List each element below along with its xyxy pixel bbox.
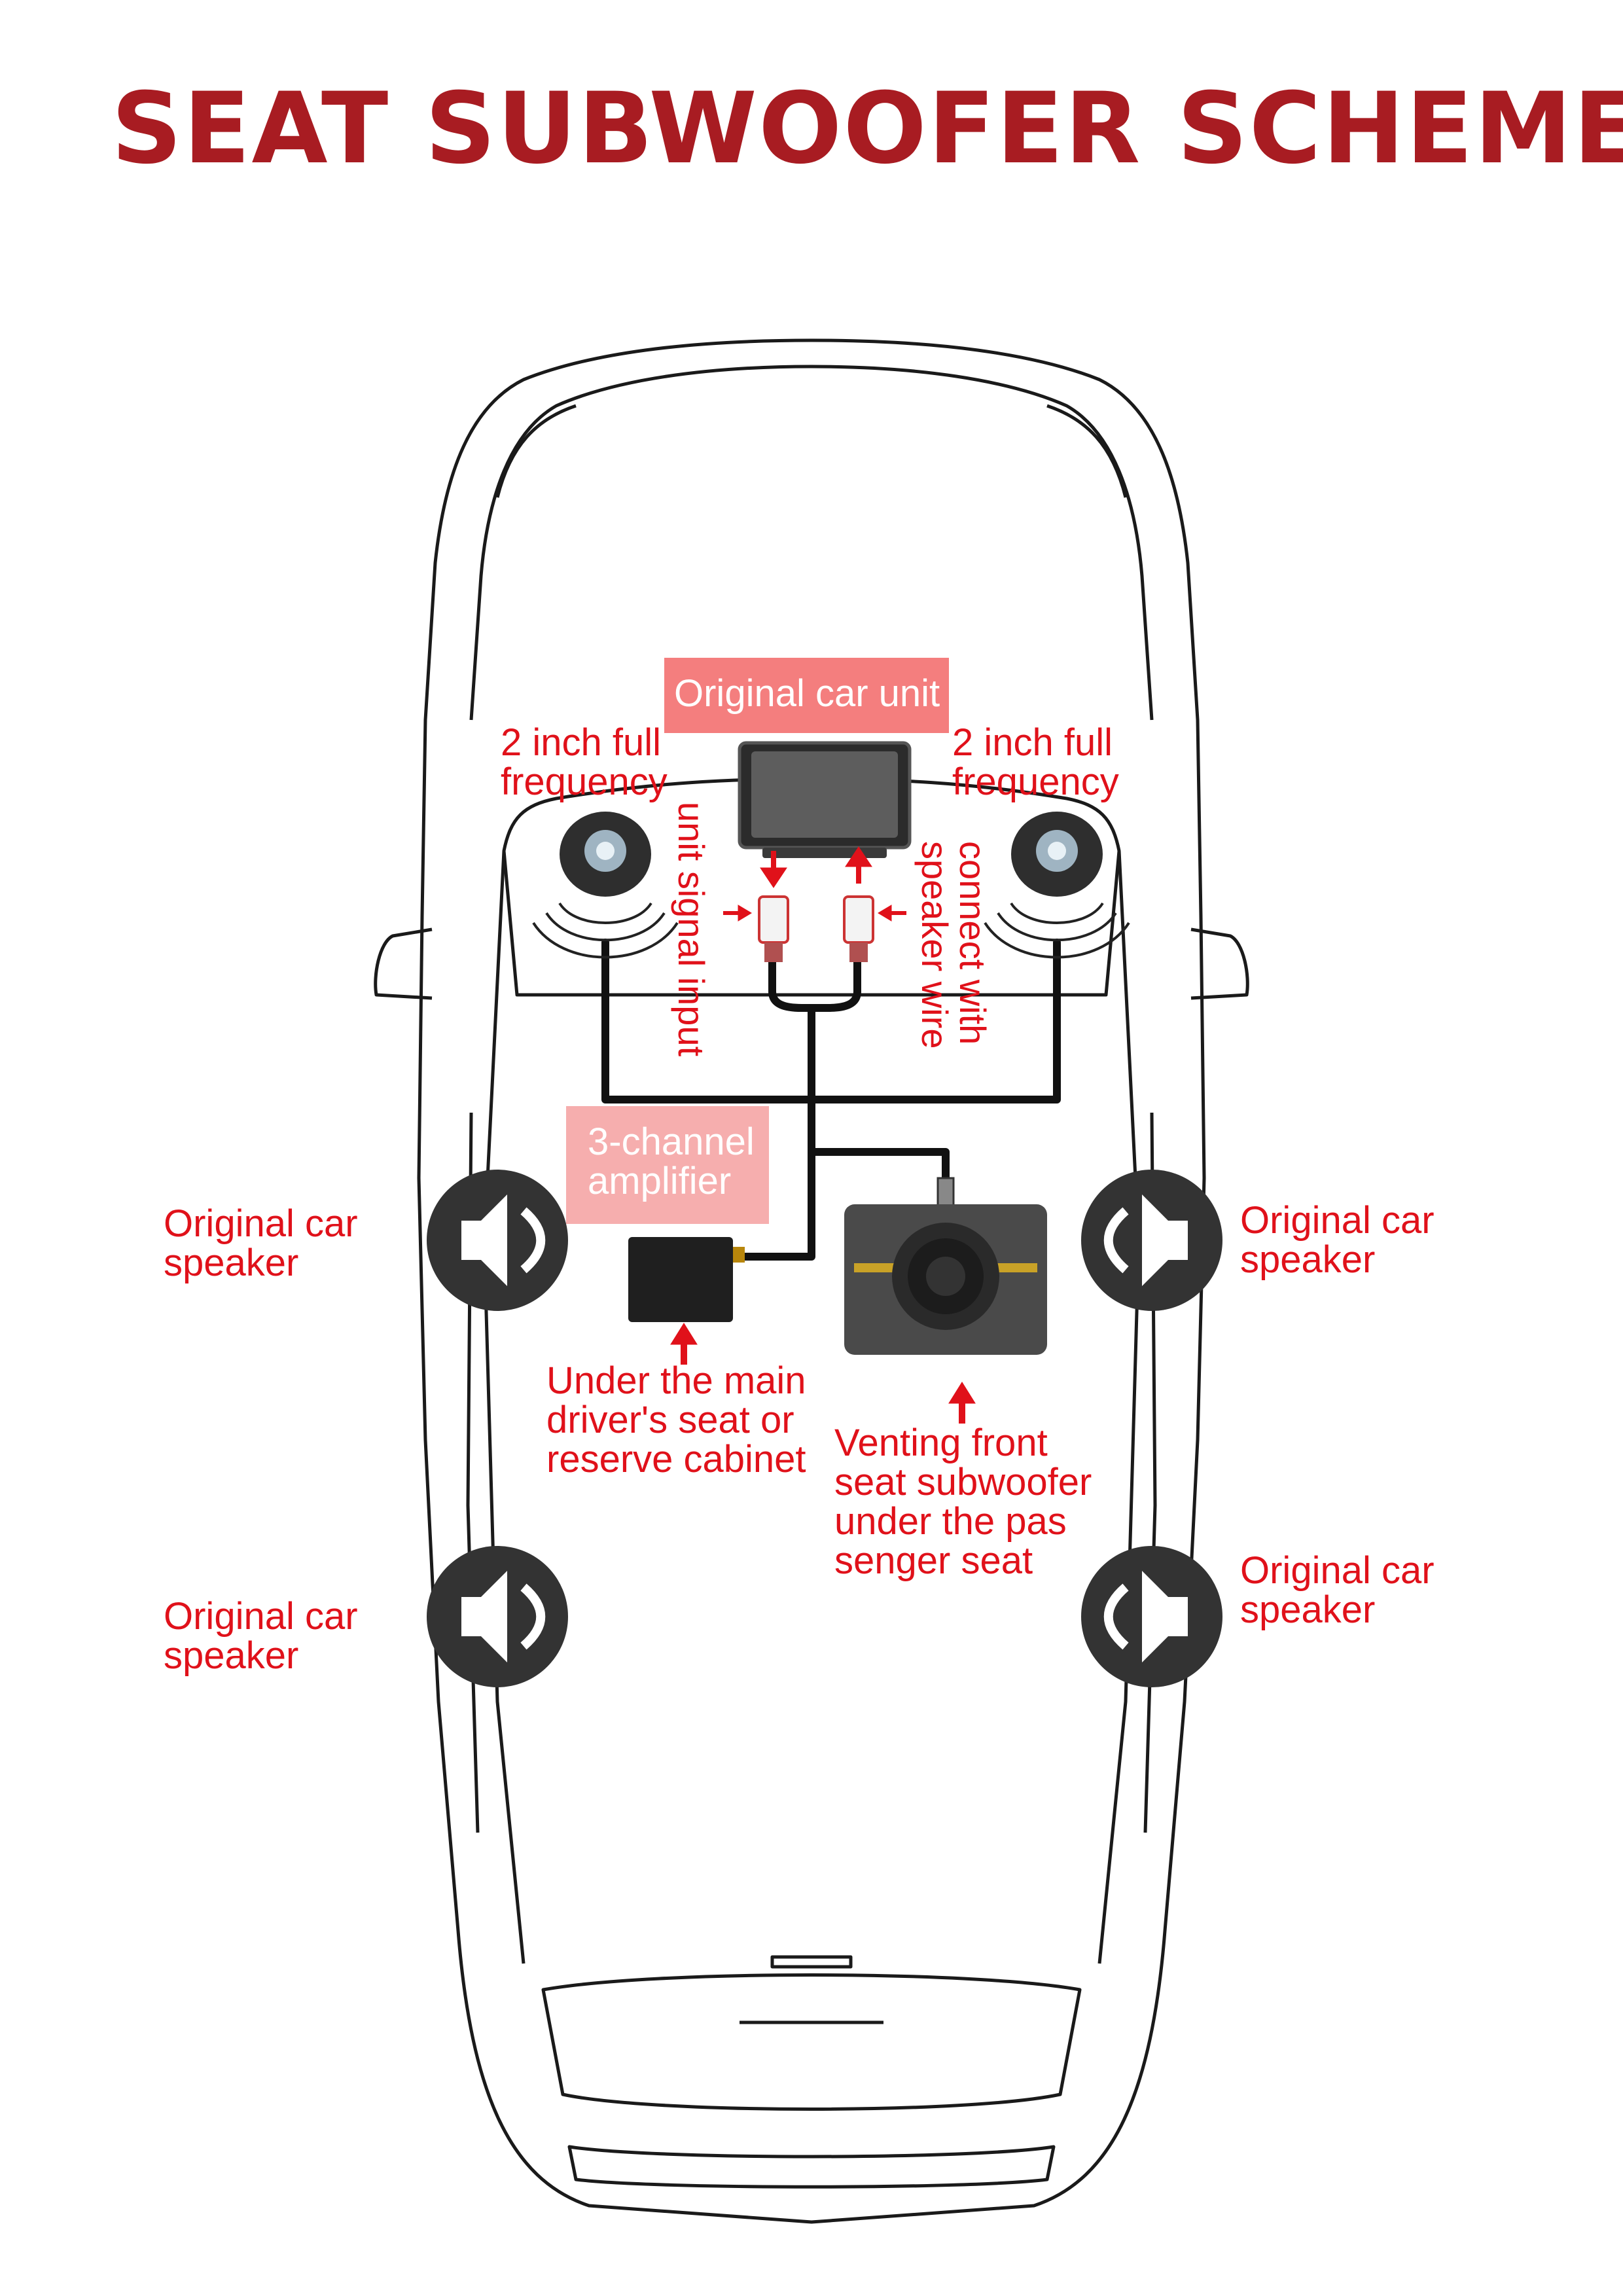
unit-label: Original car unit bbox=[674, 672, 940, 715]
amplifier-label-box bbox=[566, 1106, 769, 1224]
speaker-front-left bbox=[427, 1170, 568, 1311]
signal-connectors bbox=[758, 895, 874, 962]
amplifier-box bbox=[628, 1237, 745, 1322]
wiring bbox=[601, 939, 1061, 1261]
speaker-rear-left bbox=[427, 1546, 568, 1687]
signal-input-label: unit signal input bbox=[671, 802, 712, 1057]
head-unit bbox=[738, 741, 912, 858]
speaker-front-right bbox=[1081, 1170, 1222, 1311]
unit-label-box bbox=[664, 658, 949, 733]
page-title: SEAT SUBWOOFER SCHEME bbox=[111, 72, 1623, 186]
red-arrows bbox=[670, 846, 976, 1424]
car-outline bbox=[374, 338, 1249, 2224]
tweeter-left bbox=[532, 812, 679, 959]
speaker-rear-right bbox=[1081, 1546, 1222, 1687]
seat-subwoofer bbox=[844, 1177, 1047, 1355]
tweeter-right bbox=[984, 812, 1130, 959]
